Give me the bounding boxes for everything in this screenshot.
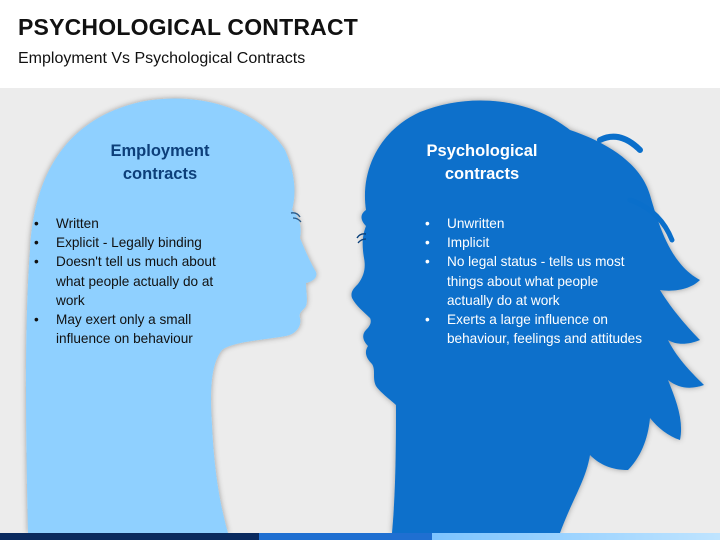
right-head-hair-strand — [627, 197, 675, 243]
page-title: PSYCHOLOGICAL CONTRACT — [18, 14, 359, 40]
right-head-eyelash — [357, 238, 367, 244]
list-item: Written — [32, 214, 242, 233]
right-head-eyelash — [356, 233, 367, 239]
psychological-contracts-list: Unwritten Implicit No legal status - tel… — [423, 214, 643, 348]
bottom-accent-bar — [0, 533, 720, 540]
employment-contracts-list: Written Explicit - Legally binding Doesn… — [32, 214, 242, 348]
employment-contracts-heading: Employment contracts — [110, 142, 210, 183]
list-item: Exerts a large influence on behaviour, f… — [423, 310, 643, 348]
right-head-hair-strand — [597, 133, 643, 153]
left-head-eyelash — [290, 212, 301, 218]
list-item: Doesn't tell us much about what people a… — [32, 252, 242, 310]
list-item: No legal status - tells us most things a… — [423, 252, 643, 310]
page-subtitle: Employment Vs Psychological Contracts — [18, 50, 306, 67]
left-head-eyelash — [292, 217, 302, 223]
list-item: Unwritten — [423, 214, 643, 233]
psychological-contracts-heading: Psychological contracts — [426, 142, 538, 183]
list-item: Implicit — [423, 233, 643, 252]
list-item: May exert only a small influence on beha… — [32, 310, 242, 348]
list-item: Explicit - Legally binding — [32, 233, 242, 252]
